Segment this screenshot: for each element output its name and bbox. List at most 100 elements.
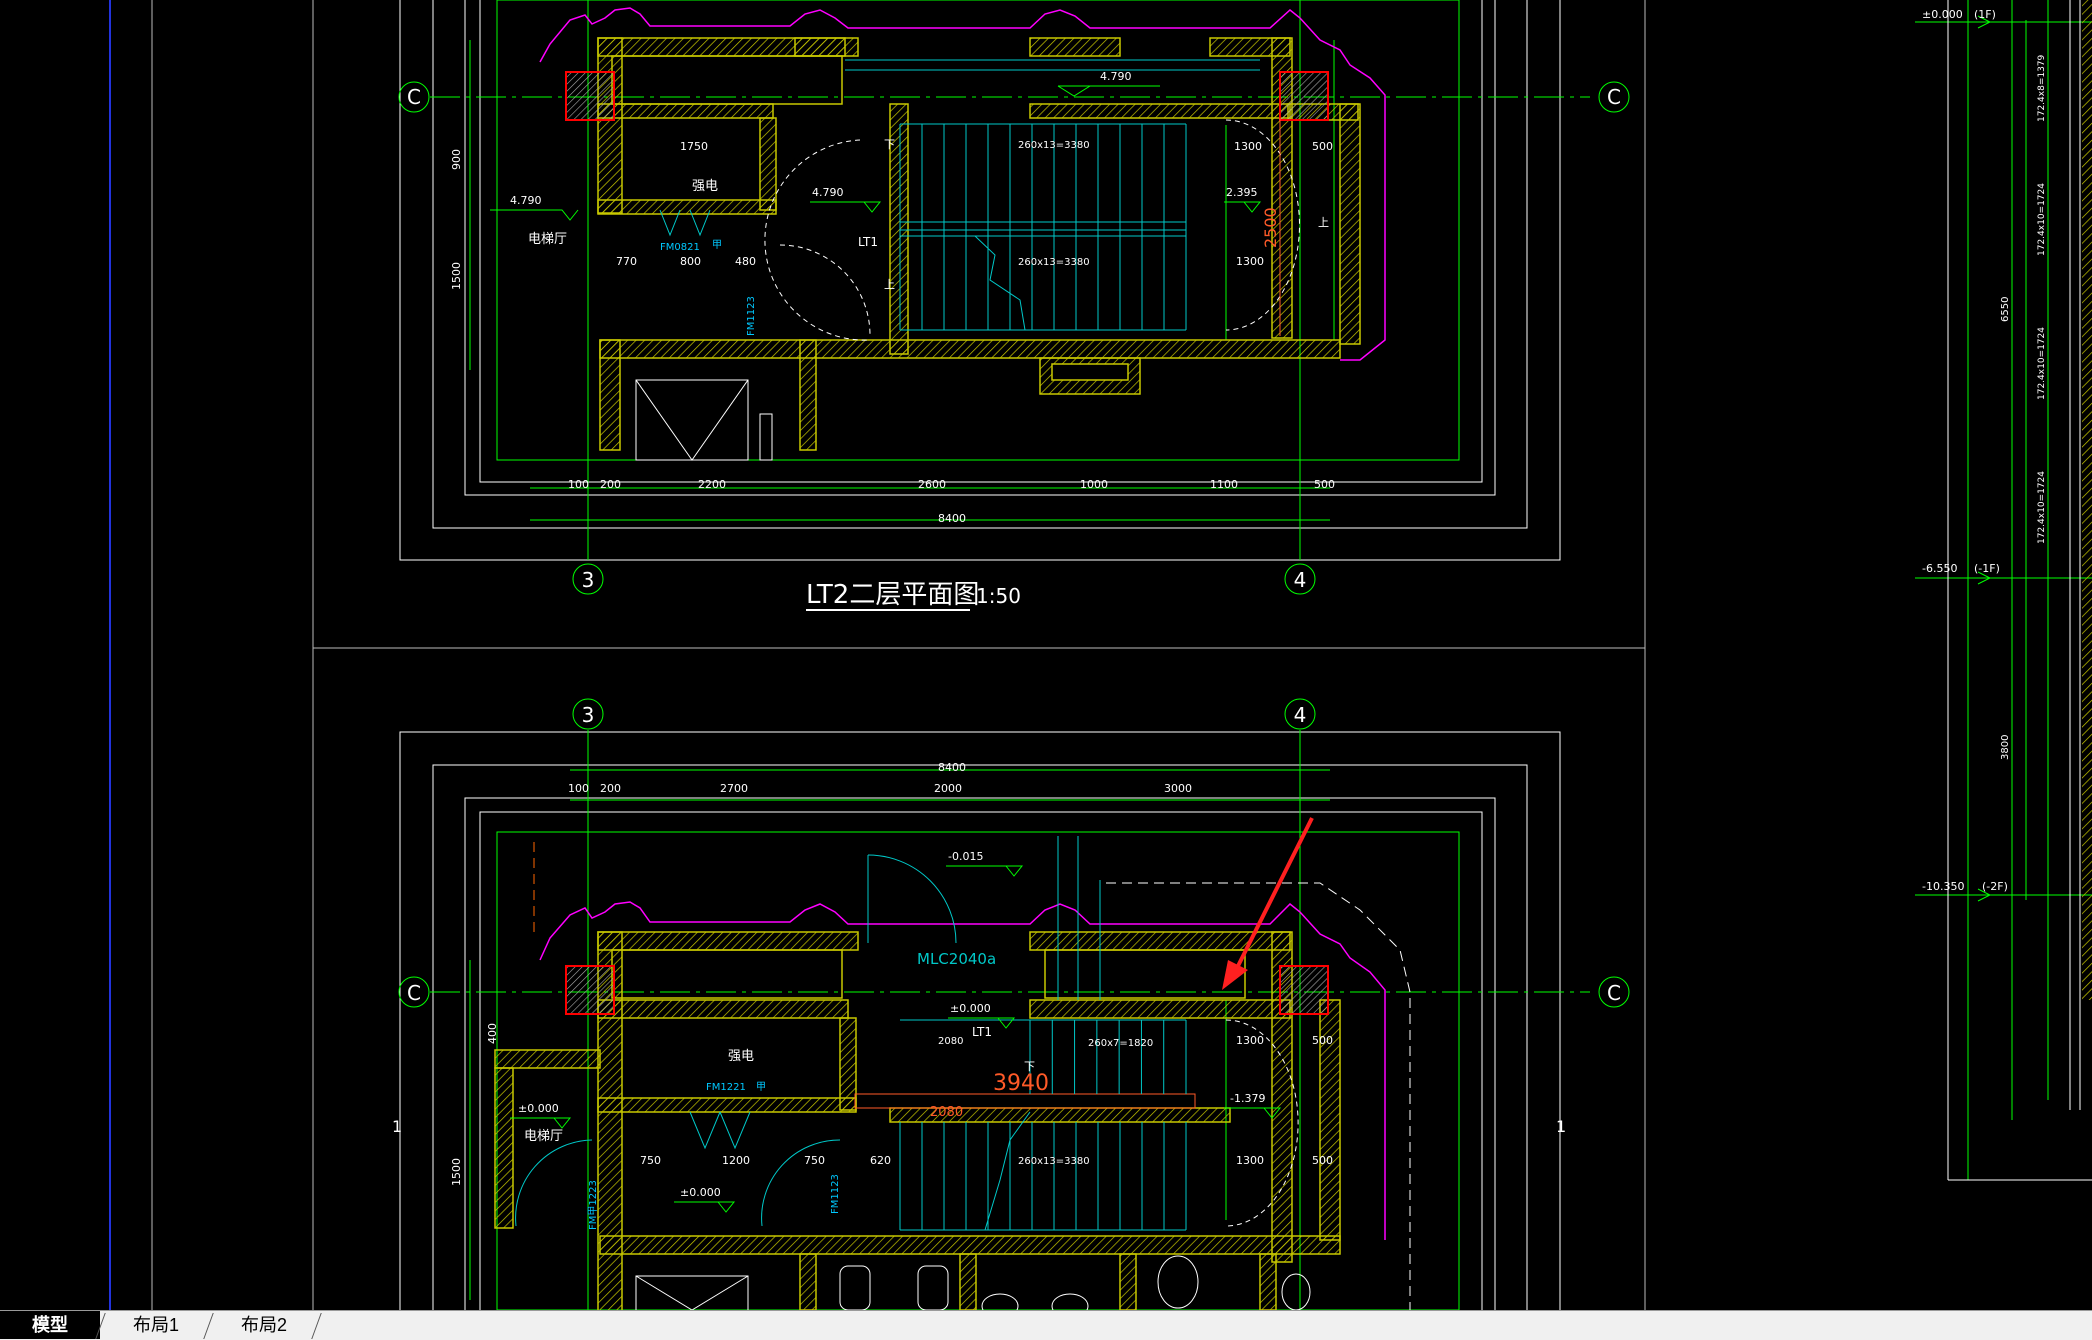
lower-door-swings [515, 854, 957, 1227]
upper-door-fm1123: FM1123 [746, 296, 757, 336]
upper-dim-200: 200 [600, 478, 621, 491]
tab-layout1[interactable]: 布局1 [132, 1315, 179, 1335]
section-dim-c: 172.4x10=1724 [2037, 327, 2047, 400]
svg-text:3: 3 [582, 568, 595, 592]
upper-elev-landing: 4.790 [812, 186, 844, 199]
lower-door-fm1223: FM甲1223 [588, 1180, 599, 1230]
lower-dim-2080b: 2080 [938, 1036, 963, 1047]
upper-door-grade: 甲 [712, 240, 722, 251]
section-level-2-elev: -6.550 [1922, 562, 1957, 575]
upper-power-room-doors [659, 209, 711, 237]
lower-axis-c-left: C [398, 976, 430, 1008]
upper-axis-c-left: C [398, 81, 430, 113]
upper-dim-1300: 1300 [1234, 140, 1262, 153]
lower-elev-door: ±0.000 [680, 1186, 721, 1199]
section-view[interactable]: ±0.000 (1F) -6.550 (-1F) -10.350 (-2F) 6… [1915, 0, 2092, 1181]
svg-text:4: 4 [1294, 703, 1307, 727]
lower-dim-200: 200 [600, 782, 621, 795]
lower-dim-8400: 8400 [938, 761, 966, 774]
lower-dim-500b: 500 [1312, 1154, 1333, 1167]
lower-axis-3: 3 [572, 698, 604, 730]
upper-dim-2200: 2200 [698, 478, 726, 491]
annotation-arrow [1222, 817, 1314, 990]
lower-lift-label: LT1 [972, 1025, 992, 1039]
upper-stair-top: 260x13=3380 [1018, 140, 1090, 151]
lower-stair-top: 260x7=1820 [1088, 1038, 1153, 1049]
section-dim-d: 172.4x10=1724 [2037, 471, 2047, 544]
upper-axis-4: 4 [1284, 563, 1316, 595]
section-level-3-elev: -10.350 [1922, 880, 1964, 893]
tab-layout2[interactable]: 布局2 [240, 1315, 287, 1335]
upper-door-fm0821: FM0821 [660, 242, 700, 253]
svg-text:C: C [1607, 85, 1621, 109]
section-wall-hatch [2082, 0, 2092, 1000]
section-level-1-name: (1F) [1974, 8, 1996, 21]
lower-room-elevator-hall: 电梯厅 [524, 1129, 563, 1144]
left-frame [109, 0, 1646, 1310]
upper-stair-bottom: 260x13=3380 [1018, 257, 1090, 268]
upper-room-power: 强电 [692, 179, 718, 194]
upper-dim-100: 100 [568, 478, 589, 491]
lower-dim-500: 500 [1312, 1034, 1333, 1047]
upper-dim-1300b: 1300 [1236, 255, 1264, 268]
upper-dim-770: 770 [616, 255, 637, 268]
upper-label-down: 下 [884, 138, 895, 151]
section-level-1-elev: ±0.000 [1922, 8, 1963, 21]
lower-window-label: MLC2040a [917, 950, 996, 968]
lower-dim-1500: 1500 [450, 1158, 463, 1186]
upper-lift-label: LT1 [858, 235, 878, 249]
lower-dim-3000: 3000 [1164, 782, 1192, 795]
lower-offset-outlines [399, 731, 1561, 1310]
lower-section-mark-right: 1 [1556, 1117, 1566, 1136]
lower-dim-2080: 2080 [930, 1105, 963, 1120]
upper-plan-title: LT2二层平面图 [806, 580, 979, 610]
lower-walls [494, 931, 1341, 1310]
upper-columns [565, 71, 1329, 121]
section-dim-b: 172.4x10=1724 [2037, 183, 2047, 256]
section-level-2-name: (-1F) [1974, 562, 2000, 575]
lower-dim-3940: 3940 [993, 1071, 1049, 1096]
section-dim-a: 172.4x8=1379 [2037, 54, 2047, 122]
upper-dim-800: 800 [680, 255, 701, 268]
tab-model[interactable]: 模型 [0, 1311, 100, 1339]
upper-dim-900: 900 [450, 149, 463, 170]
upper-dim-8400: 8400 [938, 512, 966, 525]
lower-dim-1200: 1200 [722, 1154, 750, 1167]
upper-dim-2600: 2600 [918, 478, 946, 491]
upper-elev-right: 2.395 [1226, 186, 1258, 199]
lower-fixtures [635, 1255, 1311, 1310]
section-level-3-name: (-2F) [1982, 880, 2008, 893]
lower-dim-2700: 2700 [720, 782, 748, 795]
svg-text:C: C [1607, 981, 1621, 1005]
upper-axis-3: 3 [572, 563, 604, 595]
upper-facade-outline [539, 7, 1386, 361]
cad-drawing-canvas[interactable]: C C 3 4 [0, 0, 2092, 1310]
lower-dim-750b: 750 [804, 1154, 825, 1167]
lower-dimension-lines [430, 730, 1590, 1310]
upper-dim-1000: 1000 [1080, 478, 1108, 491]
lower-elev-top: -0.015 [948, 850, 983, 863]
lower-dim-2000: 2000 [934, 782, 962, 795]
upper-lift-shaft [635, 379, 773, 461]
upper-plan[interactable]: C C 3 4 [398, 0, 1630, 611]
svg-text:3: 3 [582, 703, 595, 727]
lower-dim-400: 400 [486, 1023, 499, 1044]
lower-elev-lift: ±0.000 [950, 1002, 991, 1015]
lower-stair-bottom: 260x13=3380 [1018, 1156, 1090, 1167]
lower-dim-620: 620 [870, 1154, 891, 1167]
lower-label-down: 下 [1024, 1060, 1035, 1073]
lower-door-fm1123: FM1123 [830, 1174, 841, 1214]
lower-room-power: 强电 [728, 1049, 754, 1064]
upper-room-elevator-hall: 电梯厅 [528, 232, 567, 247]
upper-dim-500-right: 500 [1312, 140, 1333, 153]
section-dim-3800: 3800 [2000, 735, 2011, 760]
layout-tab-bar: 模型 布局1 布局2 [0, 1310, 2092, 1340]
lower-plan[interactable]: 3 4 C C 1 1 [392, 698, 1630, 1310]
upper-offset-outlines [399, 0, 1561, 561]
upper-dim-1500: 1500 [450, 262, 463, 290]
section-dim-6550: 6550 [2000, 297, 2011, 322]
upper-dim-2500: 2500 [1261, 207, 1280, 248]
lower-dim-1300b: 1300 [1236, 1154, 1264, 1167]
upper-stair [845, 59, 1260, 331]
lower-columns [565, 965, 1329, 1015]
